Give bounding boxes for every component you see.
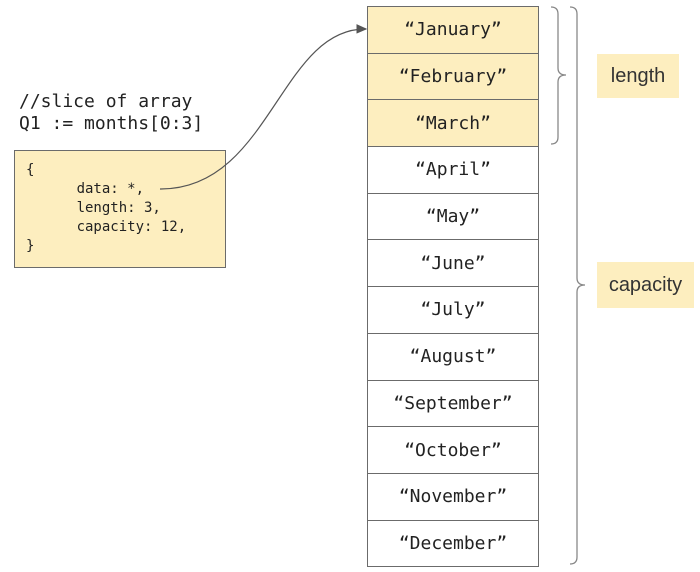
comment-line: //slice of array <box>19 91 193 112</box>
array-cell-november: “November” <box>367 473 539 521</box>
struct-close-brace: } <box>26 238 35 254</box>
slice-struct-box: { data: *, length: 3, capacity: 12,} <box>14 150 226 268</box>
array-cell-march: “March” <box>367 100 539 148</box>
array-cell-july: “July” <box>367 287 539 334</box>
array-cell-june: “June” <box>367 240 539 288</box>
array-cell-may: “May” <box>367 193 539 241</box>
array-cell-february: “February” <box>367 53 539 101</box>
length-bracket <box>550 6 567 145</box>
array-cell-august: “August” <box>367 333 539 381</box>
months-array: “January” “February” “March” “April” “Ma… <box>367 6 539 568</box>
capacity-bracket <box>569 6 586 565</box>
array-cell-april: “April” <box>367 147 539 194</box>
array-cell-september: “September” <box>367 380 539 428</box>
array-cell-december: “December” <box>367 520 539 568</box>
struct-data-field: data: *, <box>26 181 145 197</box>
array-cell-october: “October” <box>367 427 539 474</box>
array-cell-january: “January” <box>367 7 539 54</box>
struct-length-field: length: 3, <box>26 200 161 216</box>
length-label: length <box>597 54 679 98</box>
slice-statement: Q1 := months[0:3] <box>19 113 204 134</box>
capacity-label: capacity <box>597 262 694 308</box>
struct-capacity-field: capacity: 12, <box>26 219 187 235</box>
data-pointer-arrow <box>159 24 368 190</box>
struct-open-brace: { <box>26 162 35 178</box>
